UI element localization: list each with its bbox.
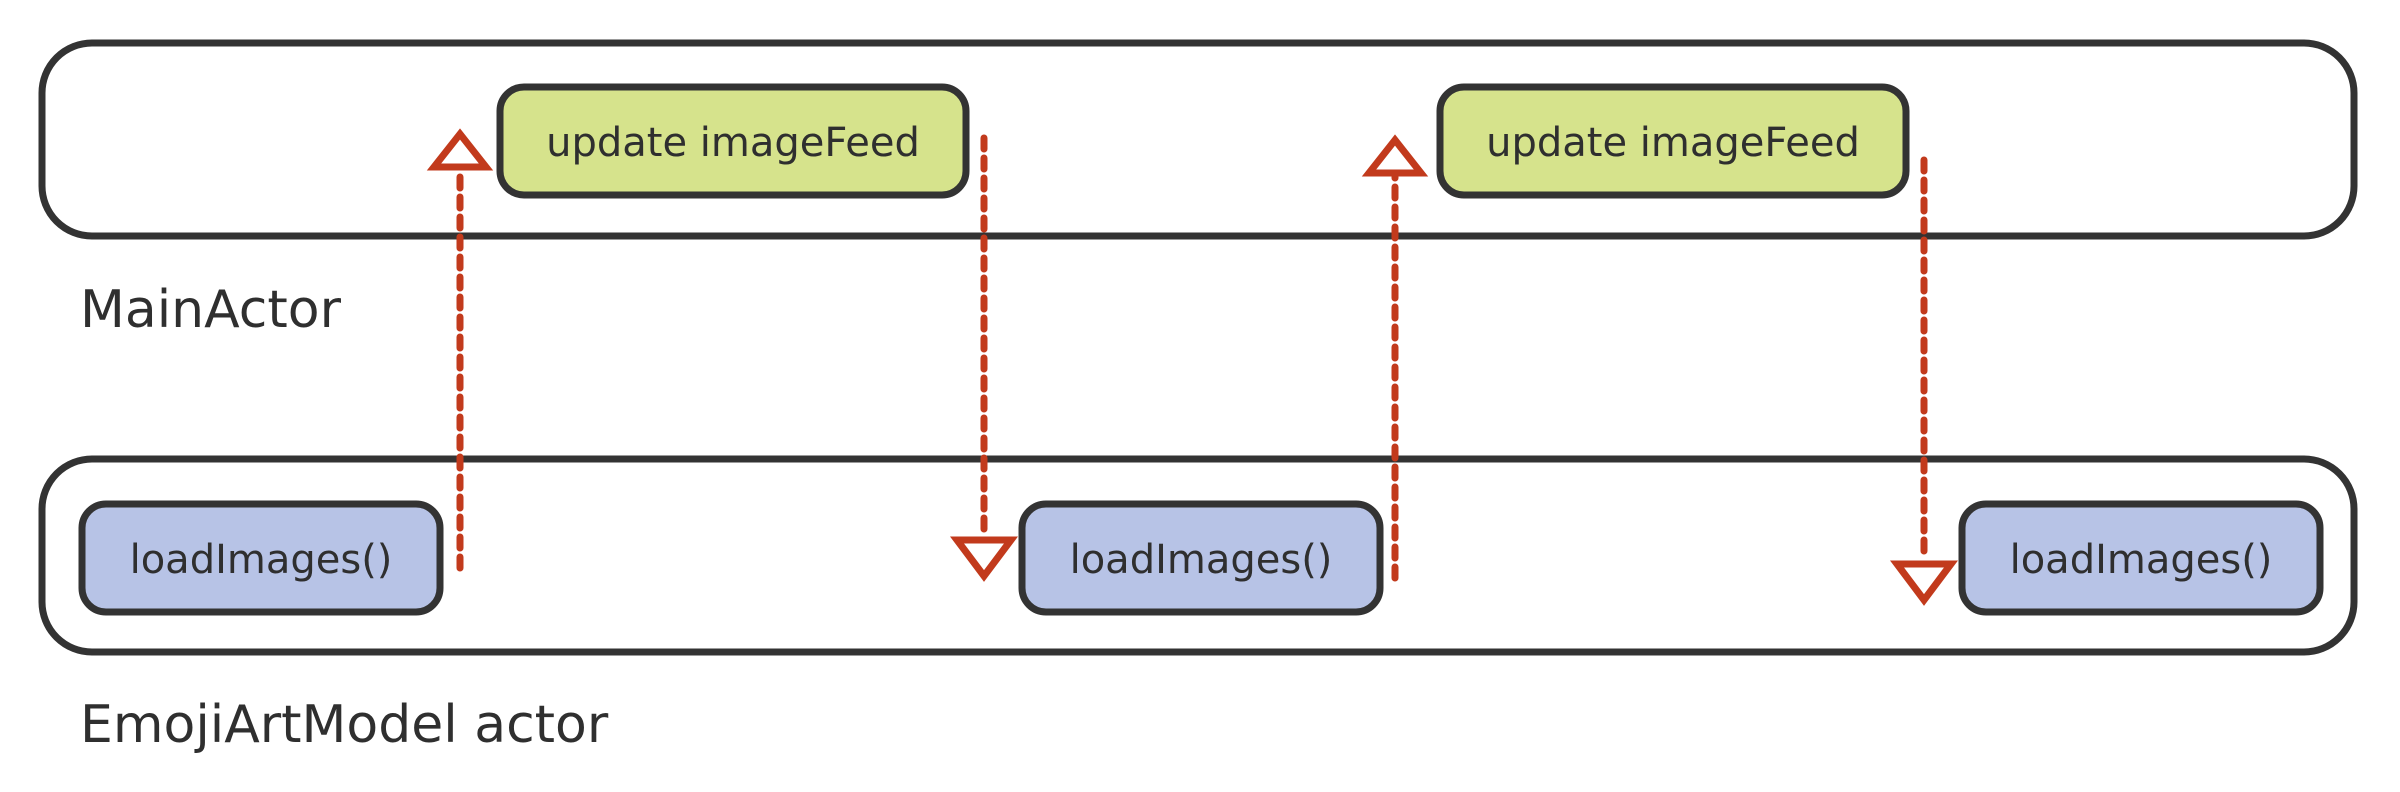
arrowhead-down-1 <box>950 536 1018 582</box>
update-imagefeed-label-2: update imageFeed <box>1486 120 1860 166</box>
update-imagefeed-box-1 <box>496 83 970 199</box>
arrowhead-up-1 <box>426 128 494 171</box>
loadimages-box-3 <box>1958 500 2324 616</box>
update-imagefeed-box-2 <box>1436 83 1910 199</box>
arrowhead-down-2 <box>1890 560 1958 606</box>
main-actor-lane-label: MainActor <box>80 280 342 340</box>
loadimages-label-3: loadImages() <box>2010 537 2273 583</box>
loadimages-box-1 <box>78 500 444 616</box>
update-imagefeed-label-1: update imageFeed <box>546 120 920 166</box>
loadimages-box-2 <box>1018 500 1384 616</box>
loadimages-label-1: loadImages() <box>130 537 393 583</box>
loadimages-label-2: loadImages() <box>1070 537 1333 583</box>
arrowhead-up-2 <box>1361 134 1429 177</box>
emojiartmodel-actor-lane-label: EmojiArtModel actor <box>80 695 609 755</box>
main-actor-lane <box>38 39 2358 240</box>
